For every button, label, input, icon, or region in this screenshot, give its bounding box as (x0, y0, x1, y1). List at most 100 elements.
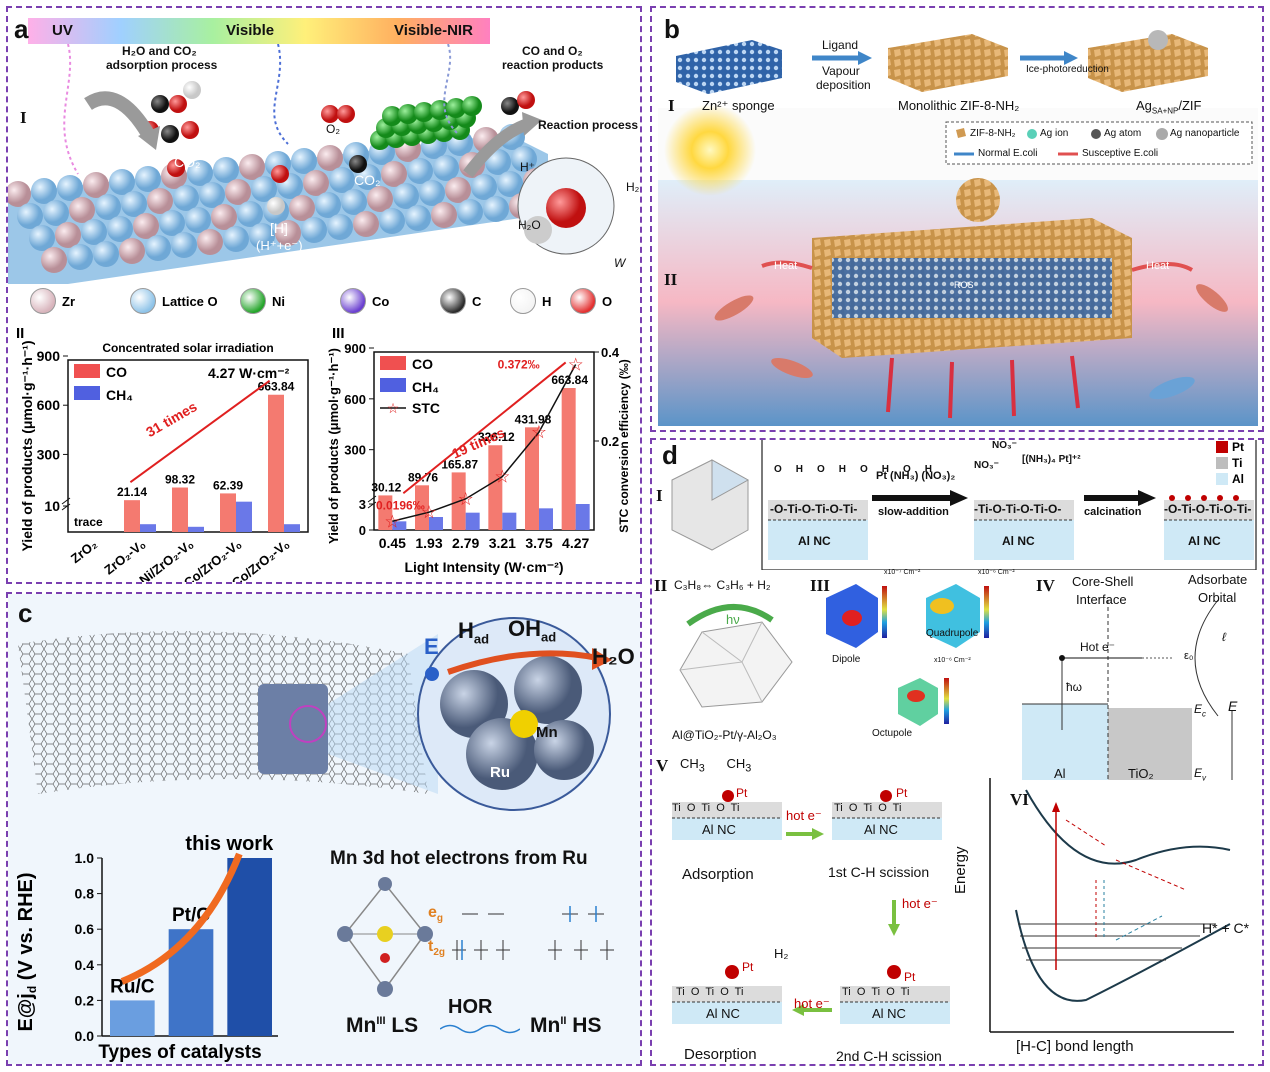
panel-a-frame (6, 6, 642, 584)
lattice-atom (225, 179, 251, 205)
scale-2: x10⁻⁶ Cm⁻² (978, 569, 1015, 576)
legend-item-h: H (510, 288, 551, 314)
panel-a-roman-1: I (20, 108, 27, 127)
bond-length-label: [H-C] bond length (1016, 1038, 1134, 1055)
lattice-atom (301, 217, 327, 243)
panel-c-label: c (18, 598, 33, 628)
no3-top: NO₃⁻ (992, 440, 1017, 451)
adsorbate-1: Adsorbate (1188, 572, 1248, 587)
chain-v-4: Ti O Ti O Ti (842, 986, 910, 998)
legend-text: Ti (1232, 456, 1243, 470)
lattice-atom (341, 189, 367, 215)
chart-iii-xtick-label: 2.79 (452, 535, 479, 551)
lattice-atom (289, 195, 315, 221)
chart-iii-stc-line (392, 364, 577, 523)
adsorption-line-2: adsorption process (106, 58, 218, 72)
ag-suffix: /ZIF (1178, 98, 1202, 113)
ec-main: E (1194, 702, 1203, 716)
pt-label-1: Pt (736, 786, 748, 800)
orbital-diagram (452, 906, 614, 960)
propane-left: CH3 CH3 (680, 756, 752, 775)
lattice-atom (121, 191, 147, 217)
lattice-atom (145, 235, 171, 261)
legend-text: H (542, 293, 552, 309)
scission-2-label: 2nd C-H scission (836, 1048, 942, 1064)
legend-item-c: C (440, 288, 481, 314)
lattice-atom (55, 222, 81, 248)
mn2-hs-label: MnII HS (530, 1014, 601, 1038)
chain-3: -O-Ti-O-Ti-O-Ti- (1164, 502, 1252, 516)
w-label: W (614, 256, 626, 270)
panel-a: a UV Visible Visible-NIR I H₂O and CO₂ a… (8, 8, 640, 582)
t2g-sub: 2g (433, 947, 445, 959)
adsorption-line-1: H₂O and CO₂ (122, 44, 197, 58)
lattice-atom (197, 229, 223, 255)
molecule-atom (349, 155, 367, 173)
chain-v-1: Ti O Ti O Ti (672, 802, 740, 814)
lattice-atom (107, 216, 133, 242)
lattice-atom (291, 148, 317, 174)
chart-ii-bar-ch4 (188, 526, 204, 532)
lattice-atom (367, 186, 393, 212)
lattice-atom (83, 172, 109, 198)
eg-main: e (428, 904, 437, 921)
panel-d-roman-1: I (656, 486, 663, 505)
lattice-atom (379, 208, 405, 234)
vapour-label-2: deposition (816, 78, 871, 92)
molecule-atom (271, 165, 289, 183)
legend-susceptive: Susceptive E.coli (1082, 148, 1159, 159)
al-nc-1: Al NC (798, 534, 831, 548)
pt-label-4: Pt (904, 970, 916, 984)
chart-ii-ytick-label: 10 (44, 498, 60, 514)
panel-d-roman-2: II (654, 576, 668, 595)
legend-zif: ZIF-8-NH₂ (970, 128, 1016, 139)
scission-1-label: 1st C-H scission (828, 864, 930, 880)
chart-ii-ytick-label: 300 (37, 446, 61, 462)
products-line-2: reaction products (502, 58, 604, 72)
hw-label: ħω (1066, 680, 1083, 694)
lattice-atom (317, 145, 343, 171)
mn2-main: Mn (530, 1014, 561, 1037)
ec-sub: c (1202, 709, 1207, 719)
lattice-atom (381, 161, 407, 187)
legend-item-ti: Ti (1216, 456, 1242, 470)
spectrum-visnir: Visible-NIR (394, 22, 473, 39)
chart-iii-xtick-label: 3.75 (525, 535, 552, 551)
lattice-atom (353, 211, 379, 237)
hplus-label: H⁺ (520, 160, 535, 174)
tio2-label: TiO₂ (1128, 766, 1154, 781)
oh-ad-label: OHad (508, 616, 556, 644)
chart-ii-fold-label: 31 times (143, 398, 200, 440)
h2o-label-b: H₂O (518, 218, 541, 232)
lattice-atom (81, 219, 107, 245)
legend-swatch (510, 288, 536, 314)
lattice-atom (419, 180, 445, 206)
chart-iii-bar-co (525, 427, 539, 530)
chart-iii-bar-ch4 (575, 504, 590, 530)
panel-c-illustration (18, 617, 612, 811)
scale-1: x10⁻⁷ Cm⁻² (884, 569, 921, 576)
pt-complex: [(NH₃)₄ Pt]⁺² (1022, 454, 1081, 465)
chart-iii-xtick-label: 0.45 (379, 535, 406, 551)
chart-ii-axis-break (61, 497, 71, 511)
band-diagram (1022, 599, 1233, 780)
eps0-label: ε₀ (1184, 650, 1194, 662)
zn-sponge-label: Zn²⁺ sponge (702, 98, 775, 113)
chart-ii-legend-ch4-swatch (74, 386, 100, 400)
chart-iii-legend-stc: STC (412, 400, 440, 416)
ag-main: Ag (1136, 98, 1152, 113)
al-nc-v-3: Al NC (706, 1006, 740, 1021)
al-label: Al (1054, 766, 1066, 781)
hot-e-step-2: hot e⁻ (902, 896, 938, 911)
pt-reagent: Pt (NH₃) (NO₃)₂ (876, 470, 956, 482)
products-label: H* + C* (1202, 920, 1250, 936)
chart-iii-xtick-label: 4.27 (562, 535, 589, 551)
panel-a-label: a (14, 14, 29, 44)
chart-c-ytick-label: 0.6 (75, 921, 95, 937)
panel-d-label: d (662, 440, 678, 470)
t2g-main: t (428, 938, 434, 955)
lattice-atom (483, 196, 509, 222)
al-nc-v-1: Al NC (702, 822, 736, 837)
